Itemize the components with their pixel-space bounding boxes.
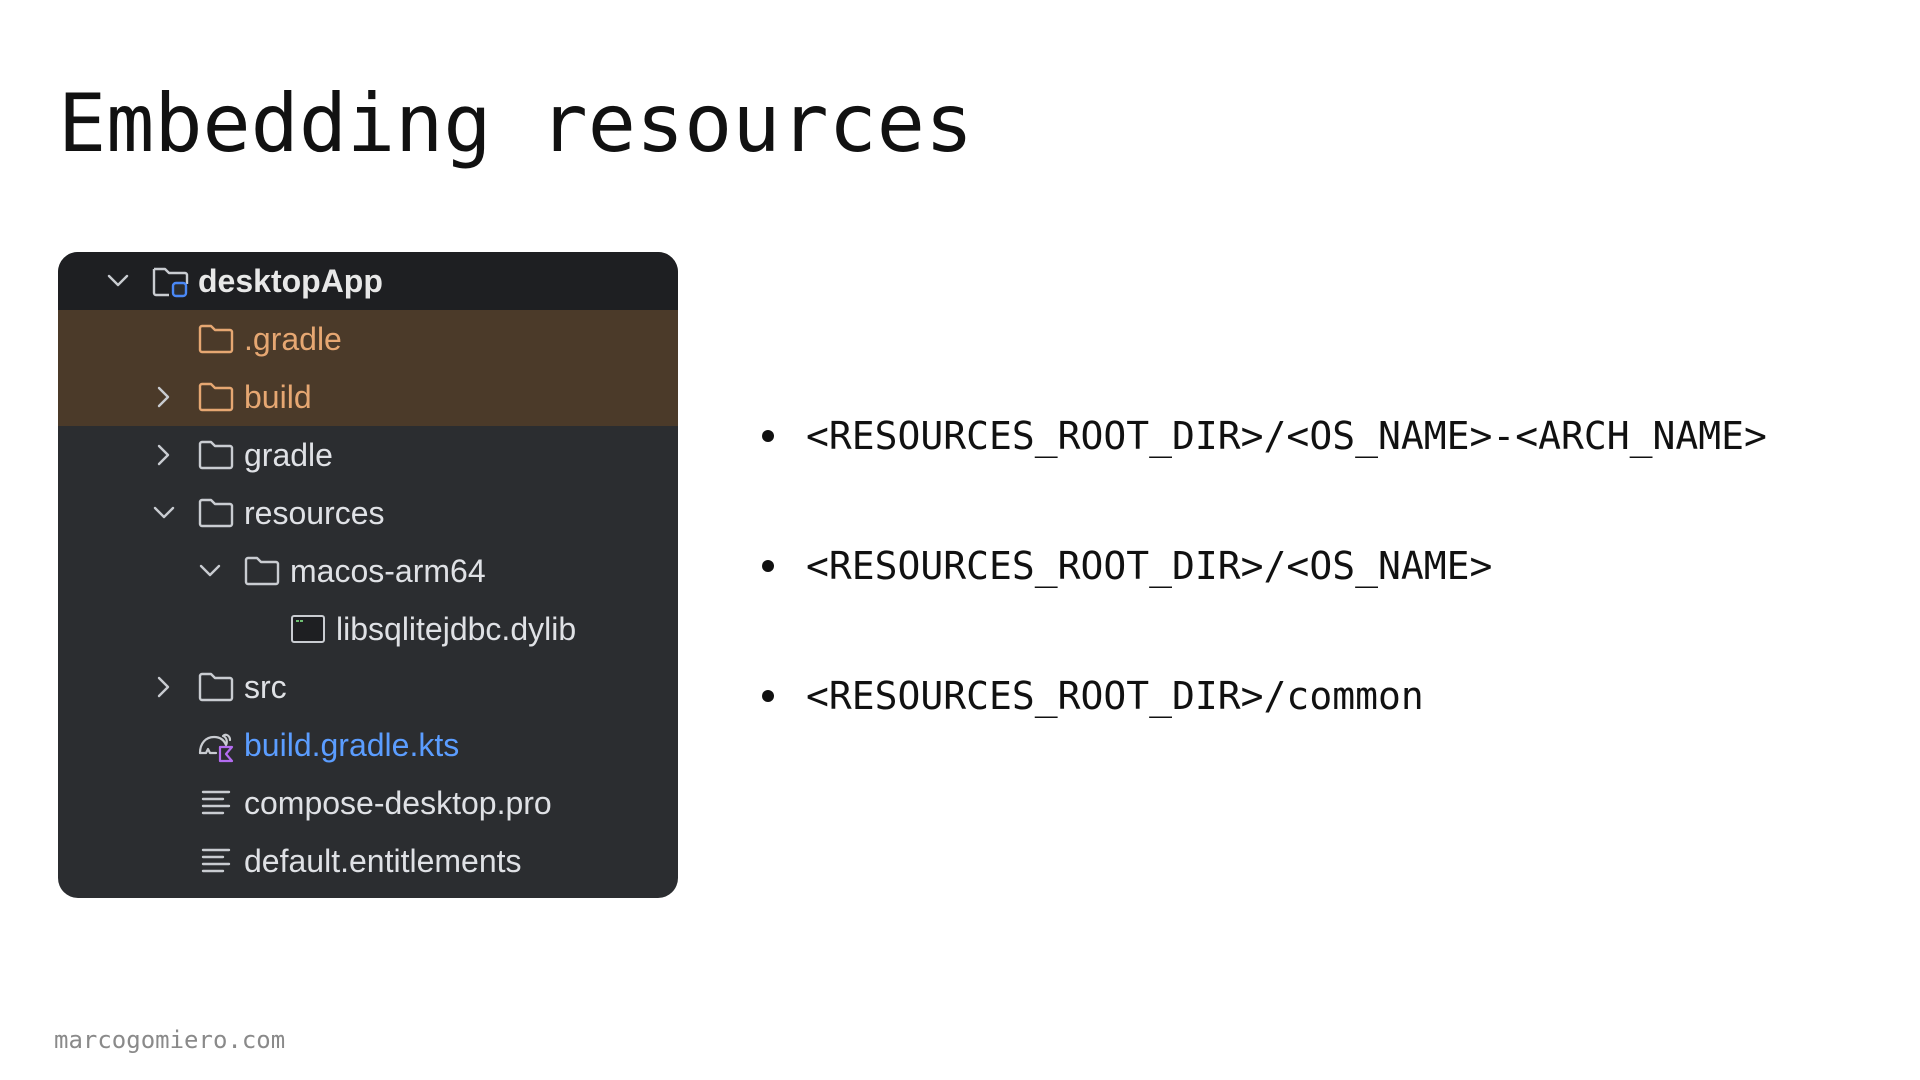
text-file-icon <box>196 841 236 881</box>
gradle-kotlin-icon <box>196 725 236 765</box>
tree-item-resources[interactable]: resources <box>58 484 678 542</box>
tree-item-src[interactable]: src <box>58 658 678 716</box>
tree-item-libsqlitejdbc[interactable]: libsqlitejdbc.dylib <box>58 600 678 658</box>
project-tree-panel: desktopApp .gradle build <box>58 252 678 898</box>
tree-item-compose-desktop-pro[interactable]: compose-desktop.pro <box>58 774 678 832</box>
text-file-icon <box>196 783 236 823</box>
tree-item-label: build <box>244 379 312 415</box>
binary-file-icon <box>288 609 328 649</box>
folder-icon <box>196 435 236 475</box>
chevron-down-icon[interactable] <box>149 498 179 528</box>
tree-item-build-gradle-kts[interactable]: build.gradle.kts <box>58 716 678 774</box>
tree-item-label: compose-desktop.pro <box>244 785 552 821</box>
bullet-text: <RESOURCES_ROOT_DIR>/common <box>806 674 1424 718</box>
tree-item-label: macos-arm64 <box>290 553 486 589</box>
tree-item-label: build.gradle.kts <box>244 727 460 763</box>
tree-item-default-entitlements[interactable]: default.entitlements <box>58 832 678 890</box>
bullet-item: <RESOURCES_ROOT_DIR>/<OS_NAME>-<ARCH_NAM… <box>762 410 1767 540</box>
tree-item-desktopapp[interactable]: desktopApp <box>58 252 678 310</box>
bullet-icon <box>762 430 774 442</box>
chevron-right-icon[interactable] <box>149 440 179 470</box>
folder-icon <box>242 551 282 591</box>
tree-item-build[interactable]: build <box>58 368 678 426</box>
chevron-down-icon[interactable] <box>103 266 133 296</box>
chevron-down-icon[interactable] <box>195 556 225 586</box>
tree-item-macos-arm64[interactable]: macos-arm64 <box>58 542 678 600</box>
tree-item-label: resources <box>244 495 385 531</box>
folder-icon <box>196 667 236 707</box>
folder-icon <box>196 319 236 359</box>
bullet-text: <RESOURCES_ROOT_DIR>/<OS_NAME> <box>806 544 1493 588</box>
tree-item-label: src <box>244 669 287 705</box>
tree-item-label: .gradle <box>244 321 342 357</box>
folder-icon <box>196 377 236 417</box>
bullet-icon <box>762 560 774 572</box>
tree-item-gradle[interactable]: gradle <box>58 426 678 484</box>
tree-item-label: gradle <box>244 437 333 473</box>
bullet-item: <RESOURCES_ROOT_DIR>/<OS_NAME> <box>762 540 1767 670</box>
footer-url: marcogomiero.com <box>54 1026 286 1054</box>
bullet-item: <RESOURCES_ROOT_DIR>/common <box>762 670 1767 800</box>
module-folder-icon <box>150 261 190 301</box>
chevron-right-icon[interactable] <box>149 672 179 702</box>
chevron-right-icon[interactable] <box>149 382 179 412</box>
slide-title: Embedding resources <box>58 77 974 170</box>
bullet-icon <box>762 690 774 702</box>
folder-icon <box>196 493 236 533</box>
tree-item-label: desktopApp <box>198 263 383 299</box>
resource-path-list: <RESOURCES_ROOT_DIR>/<OS_NAME>-<ARCH_NAM… <box>762 410 1767 800</box>
tree-item-label: default.entitlements <box>244 843 522 879</box>
bullet-text: <RESOURCES_ROOT_DIR>/<OS_NAME>-<ARCH_NAM… <box>806 414 1767 458</box>
tree-item-dot-gradle[interactable]: .gradle <box>58 310 678 368</box>
tree-item-label: libsqlitejdbc.dylib <box>336 611 577 647</box>
